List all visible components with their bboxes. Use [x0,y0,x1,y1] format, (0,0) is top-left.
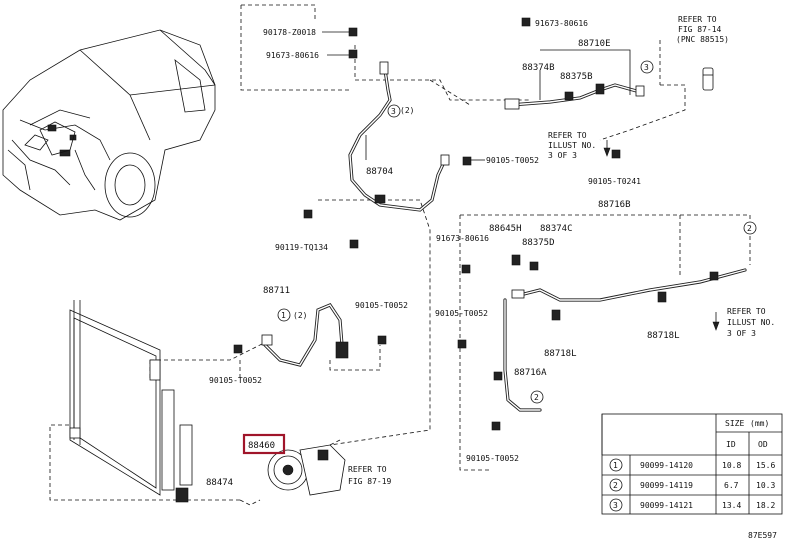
label-90178: 90178-Z0018 [263,28,316,37]
refer-fig8714-l3: (PNC 88515) [676,35,729,44]
label-90105-0241: 90105-T0241 [588,177,641,186]
label-90105-0052-c: 90105-T0052 [355,301,408,310]
refer-fig8714-l2: FIG 87-14 [678,25,722,34]
refer-illust-b-l1: REFER TO [727,307,766,316]
row-1-ref: 1 [613,461,618,470]
refer-fig8719-l2: FIG 87-19 [348,477,392,486]
bolts [233,17,621,431]
row-1-part: 90099-14120 [640,461,693,470]
label-88375B: 88375B [560,72,593,82]
row-3-id: 13.4 [722,501,741,510]
row-2-part: 90099-14119 [640,481,693,490]
label-88460: 88460 [248,441,275,451]
callout-2-right: 2 [747,224,752,233]
highlight-88460 [242,433,286,455]
refer-illust-b-l3: 3 OF 3 [727,329,756,338]
arrow-down-icons [603,140,720,331]
part-labels: 90178-Z0018 91673-80616 91673-80616 8871… [206,15,775,488]
label-91673-b: 91673-80616 [535,19,588,28]
size-unit: (mm) [750,419,769,428]
label-90105-0052-a: 90105-T0052 [486,156,539,165]
row-1-od: 15.6 [756,461,775,470]
size-title: SIZE [725,419,744,428]
refer-illust-a-l2: ILLUST NO. [548,141,596,150]
row-3-od: 18.2 [756,501,775,510]
label-88374C: 88374C [540,224,573,234]
label-90105-0052-b: 90105-T0052 [435,309,488,318]
col-id: ID [726,440,736,449]
label-88704: 88704 [366,167,393,177]
label-88645H: 88645H [489,224,522,234]
callout-2-lower: 2 [534,393,539,402]
row-3-part: 90099-14121 [640,501,693,510]
refer-illust-a-l1: REFER TO [548,131,587,140]
vehicle-illustration [2,29,216,221]
refer-illust-b-l2: ILLUST NO. [727,318,775,327]
label-88710E: 88710E [578,39,611,49]
row-3-ref: 3 [613,501,618,510]
refer-fig8714-l1: REFER TO [678,15,717,24]
pipe-88710E [504,67,714,110]
leader-lines [49,4,751,506]
label-88374B: 88374B [522,63,555,73]
row-1-id: 10.8 [722,461,741,470]
label-88716A: 88716A [514,368,547,378]
row-2-id: 6.7 [724,481,739,490]
label-88474: 88474 [206,478,233,488]
label-88711: 88711 [263,286,290,296]
label-90105-0052-e: 90105-T0052 [466,454,519,463]
label-91673-c: 91673-80616 [436,234,489,243]
callout-circles: 3 3 2 1 2 [277,60,757,404]
size-table: SIZE (mm) ID OD 1 90099-14120 10.8 15.6 … [601,413,783,515]
row-2-od: 10.3 [756,481,775,490]
callout-3-upper: 3 [644,63,649,72]
label-88718L-b: 88718L [544,349,577,359]
hose-88711 [261,303,349,367]
callout-1: 1 [281,311,286,320]
label-90119: 90119-TQ134 [275,243,328,252]
refer-illust-a-l3: 3 OF 3 [548,151,577,160]
callout-3-mid: 3 [391,107,396,116]
label-88716B: 88716B [598,200,631,210]
compressor [267,444,346,496]
label-88375D: 88375D [522,238,555,248]
label-91673-a: 91673-80616 [266,51,319,60]
label-88718L-a: 88718L [647,331,680,341]
pipe-88704 [348,61,450,212]
col-od: OD [758,440,768,449]
label-circ2-b: (2) [293,311,307,320]
refer-fig8719-l1: REFER TO [348,465,387,474]
label-circ2-a: (2) [400,106,414,115]
condenser-88460 [69,300,193,503]
figure-code: 87E597 [748,531,777,540]
row-2-ref: 2 [613,481,618,490]
label-90105-0052-d: 90105-T0052 [209,376,262,385]
pipe-88716B [503,254,747,412]
